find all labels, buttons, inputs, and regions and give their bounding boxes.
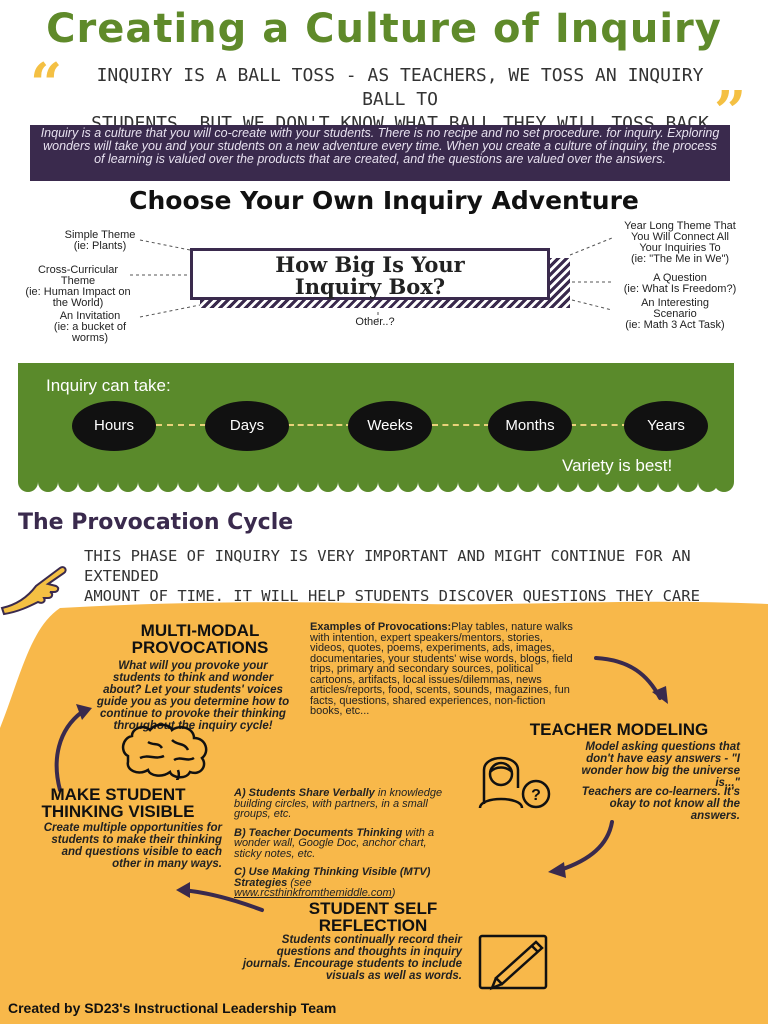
label-other: Other..? — [355, 316, 395, 328]
timeline-years: Years — [624, 401, 708, 451]
cycle-title: The Provocation Cycle — [18, 510, 294, 535]
pointing-hand-icon — [0, 566, 67, 616]
phase-line-1: THIS PHASE OF INQUIRY IS VERY IMPORTANT … — [84, 547, 691, 585]
strategies-list: A) Students Share Verbally in knowledge … — [234, 788, 452, 899]
timeline-days: Days — [205, 401, 289, 451]
brain-icon — [121, 723, 208, 780]
adventure-title: Choose Your Own Inquiry Adventure — [129, 186, 639, 215]
teacher-question-icon: ? — [478, 756, 551, 809]
cycle-background — [0, 601, 768, 1024]
intro-box: Inquiry is a culture that you will co-cr… — [30, 125, 730, 181]
self-reflection-body: Students continually record their questi… — [242, 934, 462, 982]
open-quote-icon: “ — [30, 51, 63, 117]
multimodal-body: What will you provoke your students to t… — [96, 660, 290, 732]
quote-line-1: INQUIRY IS A BALL TOSS - AS TEACHERS, WE… — [96, 65, 704, 110]
label-cross-curricular: Cross-Curricular Theme (ie: Human Impact… — [25, 264, 131, 309]
label-a-question: A Question (ie: What Is Freedom?) — [623, 272, 737, 295]
svg-text:?: ? — [531, 787, 541, 804]
timeline-weeks: Weeks — [348, 401, 432, 451]
label-invitation: An Invitation (ie: a bucket of worms) — [53, 310, 127, 344]
connector-lines — [130, 237, 613, 320]
timeline-hours: Hours — [72, 401, 156, 451]
teacher-modeling-body-2: Teachers are co-learners. It's okay to n… — [581, 786, 740, 822]
label-interesting-scenario: An Interesting Scenario (ie: Math 3 Act … — [625, 297, 725, 331]
timeline-scallop — [18, 478, 734, 492]
strategy-c: C) Use Making Thinking Visible (MTV) Str… — [234, 866, 431, 899]
multimodal-heading: MULTI-MODAL PROVOCATIONS — [131, 621, 269, 657]
teacher-modeling-body-1: Model asking questions that don't have e… — [581, 741, 740, 789]
timeline-dash — [156, 424, 206, 426]
make-visible-heading: MAKE STUDENT THINKING VISIBLE — [41, 785, 195, 821]
inquiry-box-line-2: Inquiry Box? — [294, 274, 446, 299]
timeline-months: Months — [488, 401, 572, 451]
label-year-long-theme: Year Long Theme That You Will Connect Al… — [624, 220, 736, 265]
cycle-arrows — [54, 656, 668, 912]
make-visible-body: Create multiple opportunities for studen… — [43, 822, 222, 870]
timeline-dash — [570, 424, 628, 426]
teacher-modeling-heading: TEACHER MODELING — [529, 720, 709, 739]
journal-pencil-icon — [478, 934, 548, 991]
examples-of-provocations: Examples of Provocations:Play tables, na… — [310, 622, 580, 717]
strategy-b: B) Teacher Documents Thinking with a won… — [234, 826, 435, 860]
self-reflection-heading: STUDENT SELF REFLECTION — [308, 899, 438, 935]
phase-description: THIS PHASE OF INQUIRY IS VERY IMPORTANT … — [84, 546, 744, 626]
timeline-footer: Variety is best! — [562, 456, 673, 475]
strategy-a: A) Students Share Verbally in knowledge … — [234, 787, 443, 820]
timeline-dash — [288, 424, 352, 426]
examples-text: Play tables, nature walks with intention… — [310, 621, 573, 717]
label-simple-theme: Simple Theme (ie: Plants) — [64, 229, 136, 252]
inquiry-box-line-1: How Big Is Your — [275, 252, 465, 277]
timeline-dash — [432, 424, 490, 426]
inquiry-box: How Big Is Your Inquiry Box? — [190, 248, 550, 300]
examples-label: Examples of Provocations: — [310, 621, 452, 633]
timeline-heading: Inquiry can take: — [46, 376, 171, 395]
credits-footer: Created by SD23's Instructional Leadersh… — [8, 1000, 337, 1016]
page-title: Creating a Culture of Inquiry — [46, 6, 722, 52]
mtv-link[interactable]: www.rcsthinkfromthemiddle.com — [234, 887, 392, 899]
